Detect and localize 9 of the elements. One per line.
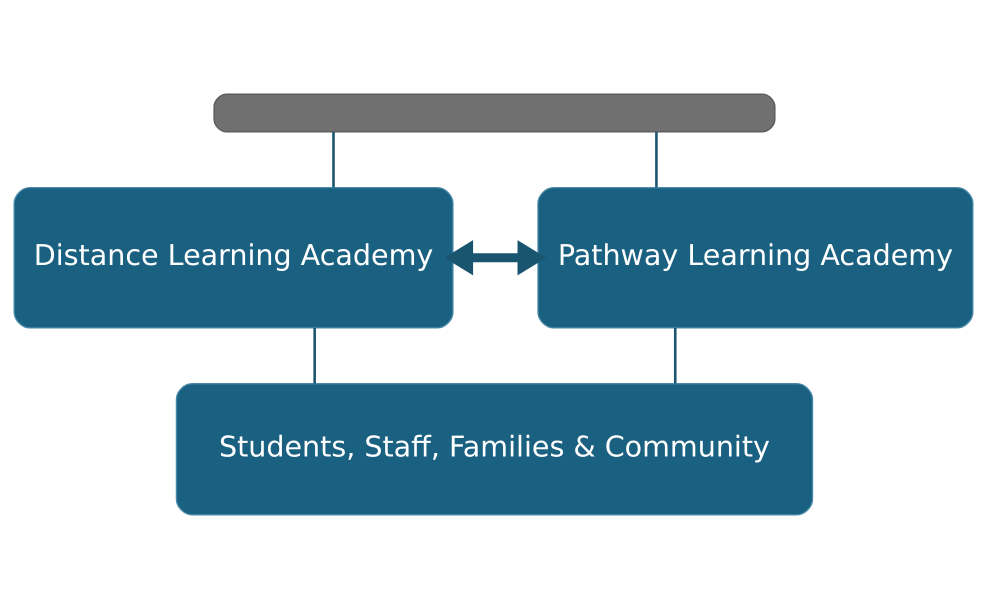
node-box <box>213 93 776 132</box>
connector <box>655 131 658 187</box>
arrow <box>444 240 546 275</box>
node-box: Pathway Learning Academy <box>537 186 974 328</box>
connector <box>313 327 316 383</box>
connector <box>674 327 677 383</box>
node-box: Students, Staff, Families & Community <box>176 382 814 515</box>
connector <box>332 131 335 187</box>
node-box: Distance Learning Academy <box>14 186 454 328</box>
